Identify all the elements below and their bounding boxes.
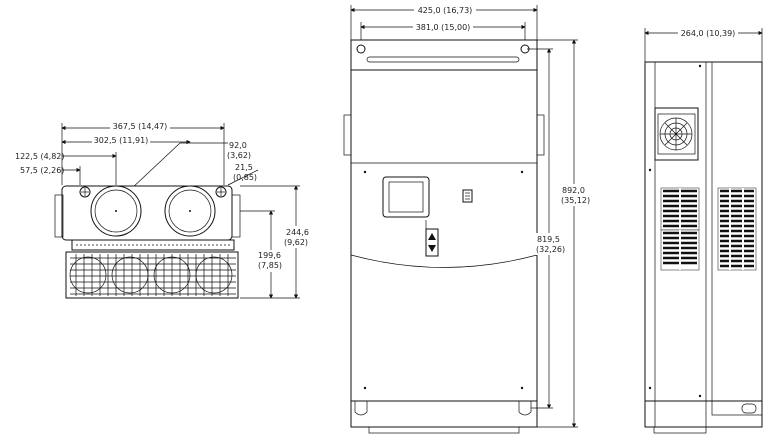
dim-side-offset: 57,5 (2,26) (20, 166, 81, 185)
depth-total-b: (9,62) (284, 238, 308, 247)
dim-hole-diameter: 92,0 (3,62) (129, 141, 251, 191)
hole-diameter-a: 92,0 (229, 141, 247, 150)
hole-diameter-b: (3,62) (227, 151, 251, 160)
fan-block (65, 251, 239, 299)
height-overall-a: 892,0 (562, 186, 585, 195)
bottom-flange (350, 400, 538, 428)
mount-spacing-label: 381,0 (15,00) (416, 23, 471, 32)
front-view: 425,0 (16,73) 381,0 (15,00) (343, 4, 591, 434)
conduit-hole-left (90, 185, 142, 237)
bottom-view: 367,5 (14,47) 302,5 (11,91) 122,5 (4,82)… (15, 121, 312, 299)
mount-height-b: (32,26) (536, 245, 565, 254)
height-overall-b: (35,12) (561, 196, 590, 205)
vent-slots-right (717, 187, 757, 271)
dim-edge-offset: 21,5 (0,85) (227, 163, 259, 186)
mount-height-a: 819,5 (537, 235, 560, 244)
top-flange (350, 39, 538, 71)
side-fan-housing (654, 107, 699, 161)
edge-offset-a: 21,5 (235, 163, 253, 172)
dim-hole-spacing: 302,5 (11,91) (61, 135, 191, 145)
dim-overall-width: 367,5 (14,47) (61, 121, 225, 185)
depth-partial-a: 199,6 (258, 251, 281, 260)
bottom-width-label: 367,5 (14,47) (113, 122, 168, 131)
front-width-label: 425,0 (16,73) (418, 6, 473, 15)
edge-offset-b: (0,85) (233, 173, 257, 182)
side-view: 264,0 (10,39) (644, 27, 763, 434)
dim-depth-total: 244,6 (9,62) (240, 185, 312, 299)
dim-mount-height: 819,5 (32,26) (527, 48, 566, 409)
status-label (462, 189, 473, 203)
keypad (425, 228, 439, 257)
side-offset-label: 57,5 (2,26) (20, 166, 64, 175)
depth-total-a: 244,6 (286, 228, 309, 237)
hole-spacing-label: 302,5 (11,91) (94, 136, 149, 145)
dim-depth-partial: 199,6 (7,85) (240, 210, 284, 299)
dim-side-depth: 264,0 (10,39) (644, 27, 763, 62)
enclosure-front (350, 69, 538, 402)
vent-slots-left (660, 187, 700, 271)
depth-partial-b: (7,85) (258, 261, 282, 270)
display-window (382, 176, 430, 218)
conduit-hole-right (164, 185, 216, 237)
side-depth-label: 264,0 (10,39) (681, 29, 736, 38)
fan-grille (69, 254, 236, 296)
hole1-offset-label: 122,5 (4,82) (15, 152, 65, 161)
dim-height-overall: 892,0 (35,12) (537, 39, 591, 428)
dim-front-width: 425,0 (16,73) (350, 4, 538, 40)
dim-hole1-offset: 122,5 (4,82) (15, 152, 117, 185)
